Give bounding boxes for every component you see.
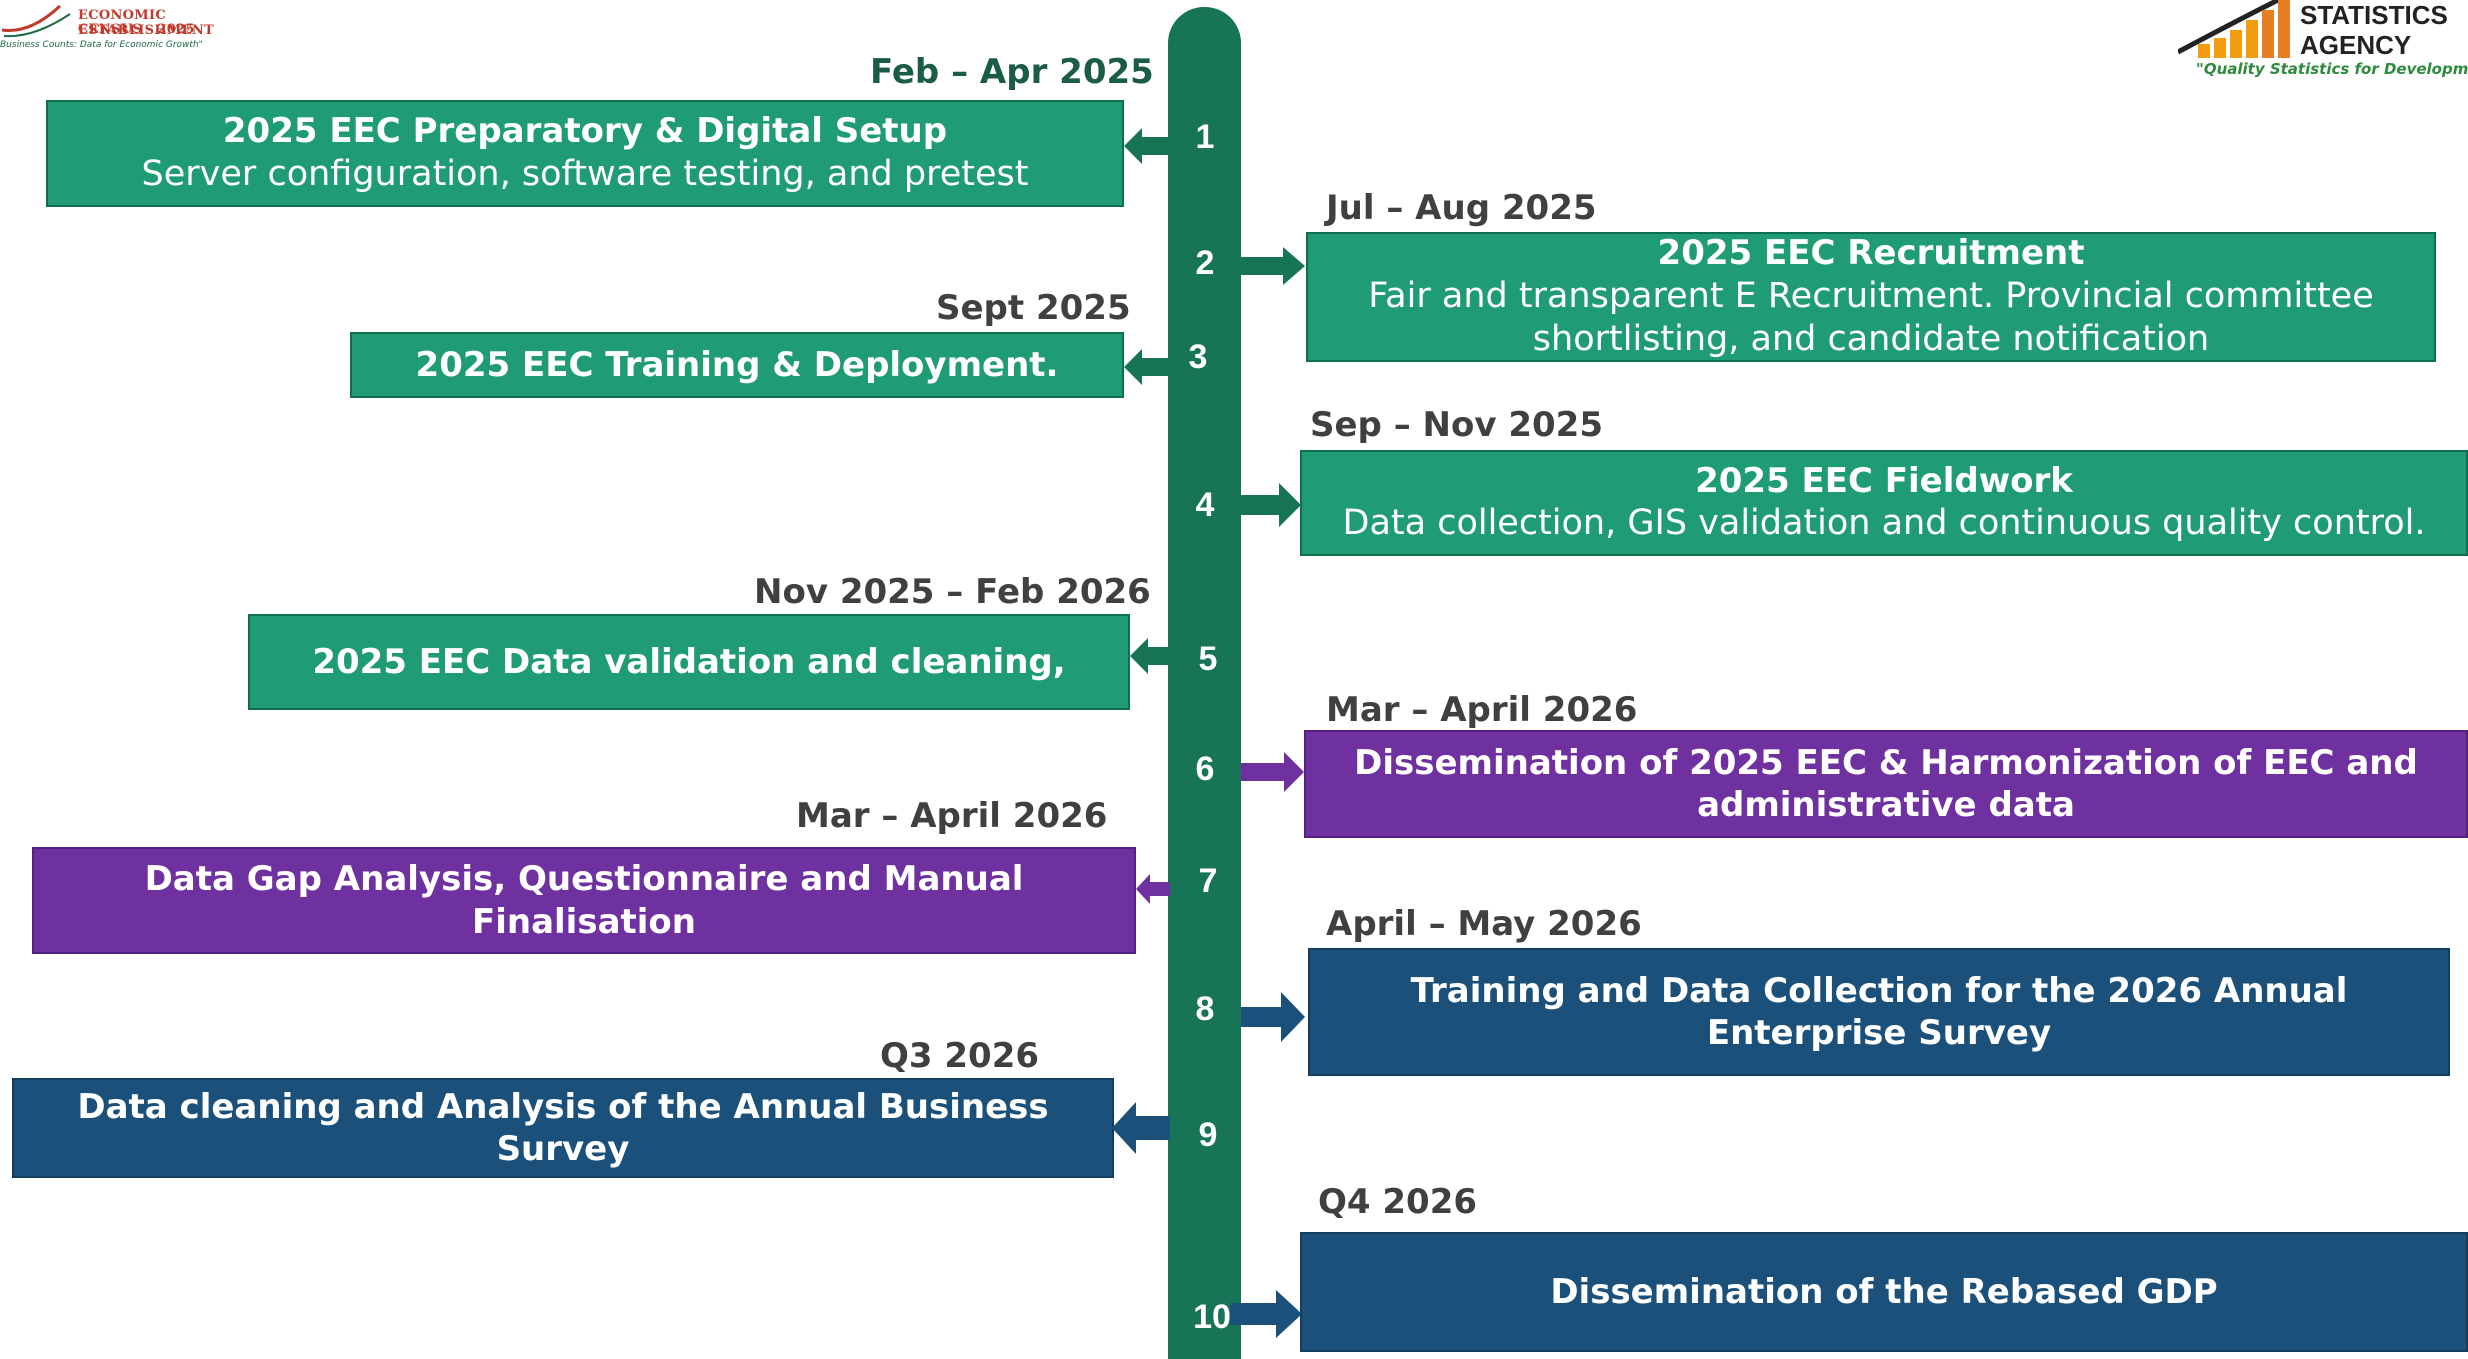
- step-5-date: Nov 2025 – Feb 2026: [754, 572, 1151, 612]
- step-2-box: 2025 EEC Recruitment Fair and transparen…: [1306, 232, 2436, 362]
- step-7-date: Mar – April 2026: [796, 796, 1108, 836]
- step-7-number: 7: [1198, 862, 1218, 900]
- step-1-subtitle: Server configuration, software testing, …: [141, 153, 1029, 194]
- eec-swoosh-icon: [1, 4, 71, 38]
- step-4-number: 4: [1195, 486, 1215, 524]
- step-9-title: Data cleaning and Analysis of the Annual…: [77, 1086, 1049, 1170]
- step-3-arrow-icon: [1124, 349, 1170, 385]
- step-5-box: 2025 EEC Data validation and cleaning,: [248, 614, 1130, 710]
- bar-chart-logo-icon: [2178, 0, 2290, 58]
- eec-logo: ECONOMIC ESTABLISHMENT CENSUS - 2025 Bus…: [0, 0, 270, 60]
- step-7-arrow-icon: [1136, 874, 1170, 904]
- step-2-title: 2025 EEC Recruitment: [1657, 233, 2085, 273]
- step-2-subtitle: Fair and transparent E Recruitment. Prov…: [1368, 275, 2374, 360]
- step-5-title: 2025 EEC Data validation and cleaning,: [312, 641, 1066, 682]
- step-4-arrow-icon: [1241, 483, 1301, 527]
- step-7-box: Data Gap Analysis, Questionnaire and Man…: [32, 847, 1136, 954]
- step-4-box: 2025 EEC Fieldwork Data collection, GIS …: [1300, 450, 2468, 556]
- step-8-arrow-icon: [1241, 992, 1305, 1042]
- step-1-box: 2025 EEC Preparatory & Digital Setup Ser…: [46, 100, 1124, 207]
- eec-logo-line1: ECONOMIC ESTABLISHMENT: [78, 8, 214, 38]
- step-4-date: Sep – Nov 2025: [1310, 405, 1604, 445]
- step-6-title: Dissemination of 2025 EEC & Harmonizatio…: [1354, 742, 2418, 826]
- step-1-arrow-icon: [1124, 128, 1170, 164]
- step-2-number: 2: [1195, 244, 1215, 282]
- step-8-date: April – May 2026: [1326, 904, 1642, 944]
- step-10-date: Q4 2026: [1318, 1182, 1478, 1222]
- step-10-box: Dissemination of the Rebased GDP: [1300, 1232, 2468, 1352]
- step-3-number: 3: [1188, 338, 1208, 376]
- step-1-title: 2025 EEC Preparatory & Digital Setup: [222, 111, 948, 152]
- step-6-number: 6: [1195, 750, 1215, 788]
- eec-logo-line2: CENSUS - 2025: [78, 22, 195, 37]
- step-9-arrow-icon: [1112, 1102, 1170, 1154]
- step-2-arrow-icon: [1241, 247, 1305, 285]
- step-5-arrow-icon: [1130, 638, 1170, 674]
- step-10-arrow-icon: [1230, 1290, 1302, 1338]
- step-6-box: Dissemination of 2025 EEC & Harmonizatio…: [1304, 730, 2468, 838]
- step-10-title: Dissemination of the Rebased GDP: [1550, 1271, 2218, 1312]
- step-1-number: 1: [1195, 118, 1215, 156]
- step-9-box: Data cleaning and Analysis of the Annual…: [12, 1078, 1114, 1178]
- zamstats-logo-line2: STATISTICS: [2300, 0, 2448, 30]
- step-1-date: Feb – Apr 2025: [870, 52, 1154, 92]
- step-2-date: Jul – Aug 2025: [1326, 188, 1597, 228]
- step-3-date: Sept 2025: [936, 288, 1131, 328]
- step-9-date: Q3 2026: [880, 1036, 1040, 1076]
- zamstats-logo-line3: AGENCY: [2300, 30, 2412, 60]
- step-6-date: Mar – April 2026: [1326, 690, 1638, 730]
- step-9-number: 9: [1198, 1116, 1218, 1154]
- eec-logo-tagline: Business Counts: Data for Economic Growt…: [0, 40, 203, 50]
- step-5-number: 5: [1198, 640, 1218, 678]
- step-8-box: Training and Data Collection for the 202…: [1308, 948, 2450, 1076]
- step-4-subtitle: Data collection, GIS validation and cont…: [1342, 503, 2426, 544]
- zamstats-logo: STATISTICS AGENCY "Quality Statistics fo…: [2088, 0, 2468, 90]
- step-4-title: 2025 EEC Fieldwork: [1695, 460, 2073, 501]
- step-7-title: Data Gap Analysis, Questionnaire and Man…: [144, 859, 1024, 942]
- step-8-number: 8: [1195, 990, 1215, 1028]
- step-10-number: 10: [1193, 1298, 1231, 1336]
- timeline-spine: [1168, 7, 1241, 1359]
- step-3-box: 2025 EEC Training & Deployment.: [350, 332, 1124, 398]
- zamstats-logo-tagline: "Quality Statistics for Development": [2196, 60, 2468, 78]
- step-6-arrow-icon: [1241, 752, 1304, 792]
- step-8-title: Training and Data Collection for the 202…: [1410, 970, 2348, 1054]
- step-3-title: 2025 EEC Training & Deployment.: [415, 344, 1059, 385]
